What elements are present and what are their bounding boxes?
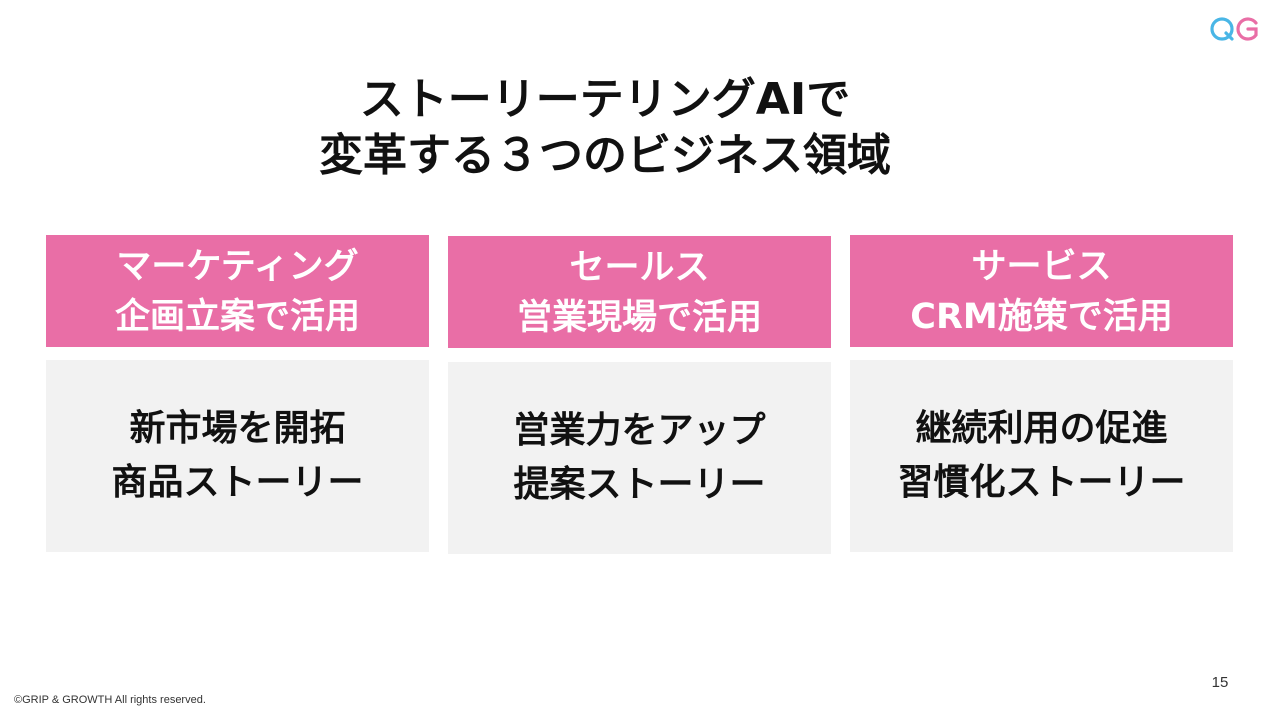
page-title: ストーリーテリングAIで 変革する３つのビジネス領域 <box>0 72 1210 184</box>
area-body-service: 継続利用の促進 習慣化ストーリー <box>850 360 1233 552</box>
area-header-sales: セールス 営業現場で活用 <box>448 236 831 348</box>
page-number: 15 <box>1211 674 1229 691</box>
copyright-notice: ©GRIP & GROWTH All rights reserved. <box>14 694 206 706</box>
area-header-line-2: 企画立案で活用 <box>114 297 360 337</box>
qg-logo-icon <box>1208 14 1262 44</box>
area-header-line-2: 営業現場で活用 <box>516 298 762 338</box>
area-body-line-1: 新市場を開拓 <box>129 408 346 449</box>
area-header-line-2: CRM施策で活用 <box>910 297 1173 337</box>
area-body-marketing: 新市場を開拓 商品ストーリー <box>46 360 429 552</box>
page-title-line-1: ストーリーテリングAIで <box>359 74 851 125</box>
area-header-service: サービス CRM施策で活用 <box>850 235 1233 347</box>
area-header-line-1: サービス <box>971 247 1112 287</box>
area-body-line-2: 商品ストーリー <box>111 462 364 503</box>
area-header-line-1: セールス <box>569 248 710 288</box>
area-body-line-1: 営業力をアップ <box>513 410 766 451</box>
area-header-marketing: マーケティング 企画立案で活用 <box>46 235 429 347</box>
area-header-line-1: マーケティング <box>116 247 359 287</box>
area-body-sales: 営業力をアップ 提案ストーリー <box>448 362 831 554</box>
area-body-line-2: 提案ストーリー <box>513 464 766 505</box>
page-title-line-2: 変革する３つのビジネス領域 <box>319 130 891 181</box>
area-body-line-2: 習慣化ストーリー <box>897 462 1186 503</box>
area-body-line-1: 継続利用の促進 <box>915 408 1168 449</box>
